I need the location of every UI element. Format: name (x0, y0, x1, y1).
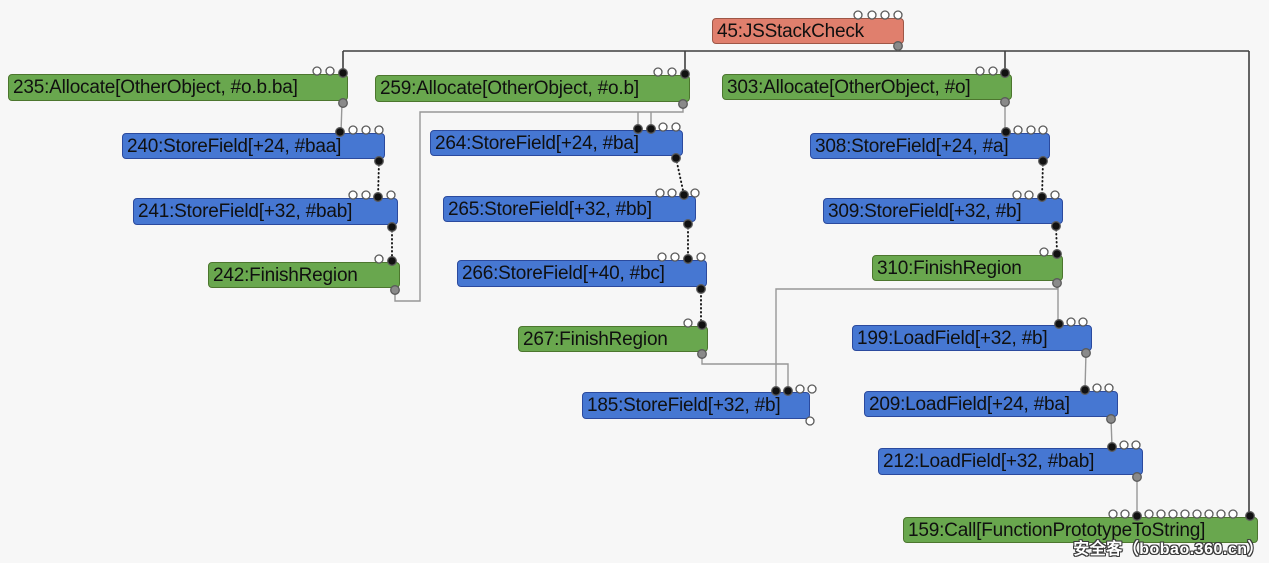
graph-node-240[interactable]: 240:StoreField[+24, #baa] (122, 133, 385, 159)
graph-node-265[interactable]: 265:StoreField[+32, #bb] (443, 196, 696, 222)
watermark: 安全客（bobao.360.cn） (1073, 541, 1264, 558)
node-label: 209:LoadField[+24, #ba] (869, 393, 1070, 415)
node-label: 212:LoadField[+32, #bab] (883, 451, 1095, 472)
node-label: 199:LoadField[+32, #b] (857, 327, 1048, 349)
graph-node-303[interactable]: 303:Allocate[OtherObject, #o] (722, 74, 1012, 100)
node-label: 303:Allocate[OtherObject, #o] (727, 76, 971, 98)
node-label: 235:Allocate[OtherObject, #o.b.ba] (13, 77, 298, 98)
node-label: 267:FinishRegion (523, 328, 668, 350)
graph-node-310[interactable]: 310:FinishRegion (872, 255, 1063, 281)
edge-264-265 (675, 157, 685, 196)
graph-node-185[interactable]: 185:StoreField[+32, #b] (582, 392, 810, 419)
node-label: 240:StoreField[+24, #baa] (127, 135, 342, 157)
edge-242-264 (394, 103, 684, 302)
graph-node-241[interactable]: 241:StoreField[+32, #bab] (133, 198, 398, 225)
node-label: 185:StoreField[+32, #b] (587, 395, 781, 416)
node-label: 264:StoreField[+24, #ba] (435, 132, 639, 154)
graph-node-308[interactable]: 308:StoreField[+24, #a] (810, 133, 1050, 159)
node-label: 241:StoreField[+32, #bab] (138, 201, 353, 222)
node-label: 259:Allocate[OtherObject, #o.b] (380, 78, 639, 99)
node-label: 265:StoreField[+32, #bb] (448, 198, 652, 220)
graph-node-235[interactable]: 235:Allocate[OtherObject, #o.b.ba] (8, 74, 348, 101)
graph-node-242[interactable]: 242:FinishRegion (208, 262, 400, 288)
node-label: 310:FinishRegion (877, 257, 1022, 279)
edge-199-209 (1084, 351, 1087, 391)
node-label: 45:JSStackCheck (717, 20, 864, 42)
graph-node-259[interactable]: 259:Allocate[OtherObject, #o.b] (375, 75, 690, 102)
graph-node-264[interactable]: 264:StoreField[+24, #ba] (430, 130, 683, 156)
node-label: 309:StoreField[+32, #b] (828, 200, 1022, 222)
graph-node-199[interactable]: 199:LoadField[+32, #b] (852, 325, 1092, 351)
node-label: 242:FinishRegion (213, 264, 358, 286)
graph-node-45[interactable]: 45:JSStackCheck (712, 18, 904, 44)
node-label: 266:StoreField[+40, #bc] (462, 263, 665, 284)
graph-node-267[interactable]: 267:FinishRegion (518, 326, 708, 352)
graph-node-266[interactable]: 266:StoreField[+40, #bc] (457, 260, 707, 287)
graph-node-309[interactable]: 309:StoreField[+32, #b] (823, 198, 1063, 224)
graph-node-212[interactable]: 212:LoadField[+32, #bab] (878, 448, 1143, 475)
graph-node-209[interactable]: 209:LoadField[+24, #ba] (864, 391, 1118, 417)
node-label: 308:StoreField[+24, #a] (815, 135, 1009, 157)
